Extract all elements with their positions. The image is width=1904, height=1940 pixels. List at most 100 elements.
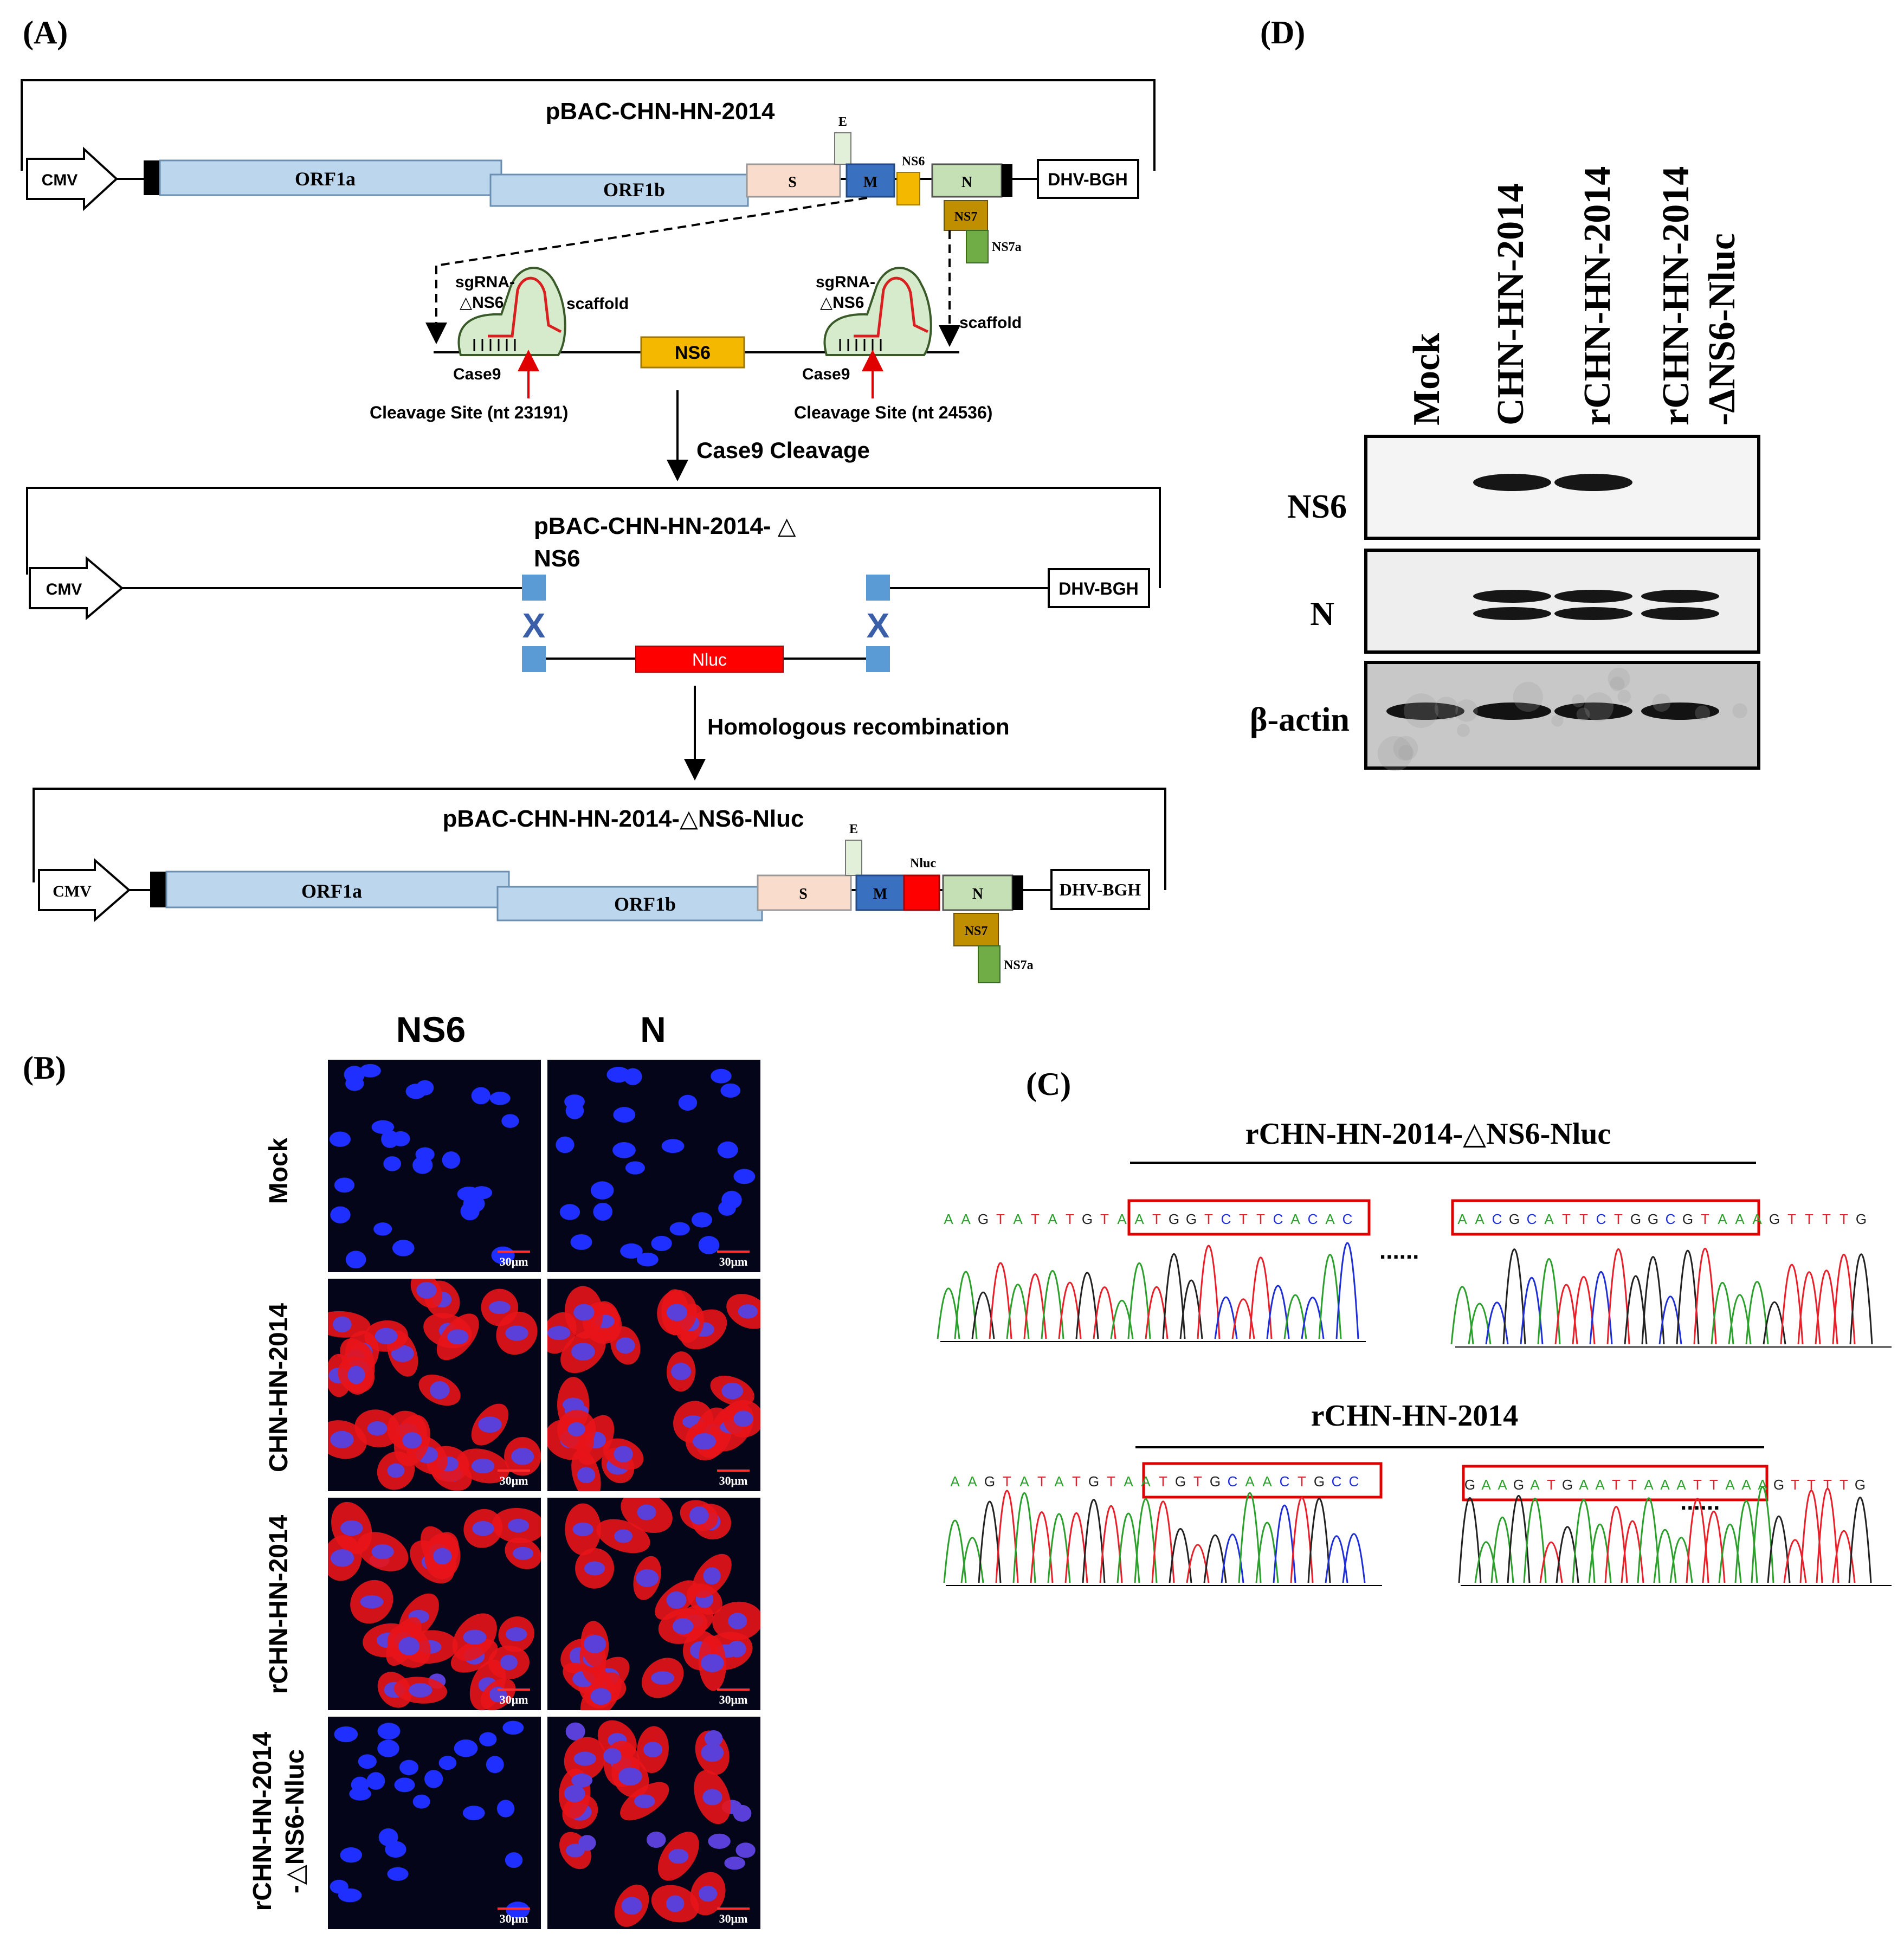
ifa-nucleus [691, 1212, 712, 1228]
seq-peak [1523, 1498, 1547, 1583]
seq-title-1: rCHN-HN-2014-△NS6-Nluc [1245, 1117, 1611, 1151]
panel-label-b: (B) [23, 1050, 66, 1086]
m-box [845, 163, 895, 198]
seq-peak [1693, 1248, 1717, 1345]
ifa-nucleus [616, 1337, 635, 1354]
ifa-nucleus [590, 1688, 612, 1705]
ifa-nucleus [666, 1895, 685, 1912]
ifa-nucleus [375, 1327, 398, 1344]
seq-peak [1238, 1492, 1262, 1583]
seq-base: T [1562, 1211, 1571, 1227]
seq-base: A [1544, 1211, 1554, 1227]
seq-base: A [1124, 1473, 1133, 1490]
seq-base: T [1107, 1473, 1115, 1490]
orf1b-label: ORF1b [603, 179, 665, 201]
ifa-nucleus [651, 1671, 675, 1685]
seq-base: T [1579, 1211, 1588, 1227]
ifa-nucleus [463, 1629, 487, 1645]
seq-base: G [1513, 1477, 1524, 1493]
ifa-nucleus [472, 1521, 494, 1536]
seq-base: G [1682, 1211, 1693, 1227]
ifa-nucleus [502, 1720, 524, 1735]
s-label: S [788, 174, 797, 191]
ns7a-box [966, 230, 989, 263]
ifa-nucleus [565, 1722, 585, 1741]
ifa-nucleus [377, 1739, 399, 1757]
ifa-nucleus [613, 1107, 636, 1123]
ifa-nucleus [547, 1325, 571, 1340]
seq-base: A [1735, 1211, 1745, 1227]
ns6-box [896, 172, 920, 205]
n-label: N [961, 174, 972, 191]
wb-row-ns6: NS6 [1287, 488, 1347, 525]
seq-box-1a [1127, 1199, 1371, 1236]
seq-peak [1676, 1249, 1700, 1345]
ifa-nucleus [334, 1726, 358, 1743]
western-blot: Mock CHN-HN-2014 rCHN-HN-2014 rCHN-HN-20… [1250, 166, 1760, 771]
ifa-nucleus [394, 1777, 415, 1793]
sgrna-right-line2: △NS6 [820, 294, 864, 312]
seq-peak [1606, 1248, 1630, 1345]
wb-lane-mock: Mock [1406, 333, 1448, 426]
ifa-nucleus [345, 1076, 364, 1091]
dhv-bgh-label-2: DHV-BGH [1059, 579, 1139, 598]
ifa-nucleus [666, 1304, 688, 1322]
blot-noise [1610, 676, 1625, 692]
ifa-nucleus [442, 1151, 461, 1169]
ifa-nucleus [447, 1329, 469, 1345]
blot-noise [1584, 692, 1613, 722]
seq-base: T [1072, 1473, 1081, 1490]
seq-peak [1127, 1262, 1151, 1339]
ifa-nucleus [573, 1304, 595, 1321]
ifa-nucleus [486, 1756, 504, 1774]
seq-base: G [1773, 1477, 1784, 1493]
ifa-nucleus [330, 1206, 351, 1223]
seq-peak [1342, 1533, 1366, 1583]
construct-final: pBAC-CHN-HN-2014-△NS6-Nluc CMV ORF1a ORF… [33, 788, 1166, 983]
seq-peak [989, 1262, 1012, 1339]
dhv-bgh-label: DHV-BGH [1048, 170, 1128, 189]
wb-lane-chn: CHN-HN-2014 [1490, 183, 1532, 426]
wb-band [1554, 590, 1632, 603]
panel-label-c: (C) [1026, 1066, 1071, 1102]
seq-peak [1307, 1498, 1331, 1583]
seq-peak [1012, 1492, 1036, 1583]
ifa-nucleus [377, 1723, 401, 1740]
ifa-nucleus [381, 1130, 399, 1148]
seq-peak [1041, 1270, 1064, 1339]
ifa-nucleus [387, 1867, 409, 1881]
ifa-nucleus [702, 1789, 722, 1806]
seq-peak [1797, 1271, 1821, 1345]
wb-band [1641, 590, 1719, 603]
homology-arm-bottom-right [866, 646, 890, 672]
orf1a-label-3: ORF1a [301, 880, 362, 902]
seq-base: T [1003, 1473, 1011, 1490]
ifa-image: 30μm [328, 1279, 541, 1491]
seq-peak [1064, 1512, 1088, 1583]
seq-base: A [1758, 1477, 1767, 1493]
crossover-left: X [522, 606, 546, 645]
ifa-nucleus [571, 1773, 593, 1788]
panel-label-d: (D) [1260, 15, 1305, 50]
construct-deleted-title-2: NS6 [534, 545, 580, 572]
wb-band [1554, 474, 1632, 491]
seq-traces [937, 1242, 1873, 1583]
ifa-nucleus [478, 1416, 502, 1433]
case9-left: Case9 [453, 365, 501, 383]
seq-peak [1554, 1284, 1578, 1345]
ifa-nucleus [637, 1504, 656, 1520]
ifa-nucleus [513, 1546, 534, 1560]
ifa-nucleus [703, 1567, 721, 1585]
seq-peak [1273, 1504, 1296, 1583]
seq-peak [1816, 1487, 1840, 1583]
ifa-nucleus [661, 1139, 685, 1153]
seq-peak [1169, 1528, 1192, 1583]
ifa-nucleus [621, 1897, 642, 1915]
ifa-nucleus [689, 1506, 709, 1525]
seq-base: T [1298, 1473, 1306, 1490]
blot-noise [1617, 689, 1631, 704]
seq-base: T [1204, 1211, 1213, 1227]
ifa-row-rchn: rCHN-HN-2014 [264, 1514, 293, 1694]
ifa-nucleus [733, 1169, 756, 1184]
